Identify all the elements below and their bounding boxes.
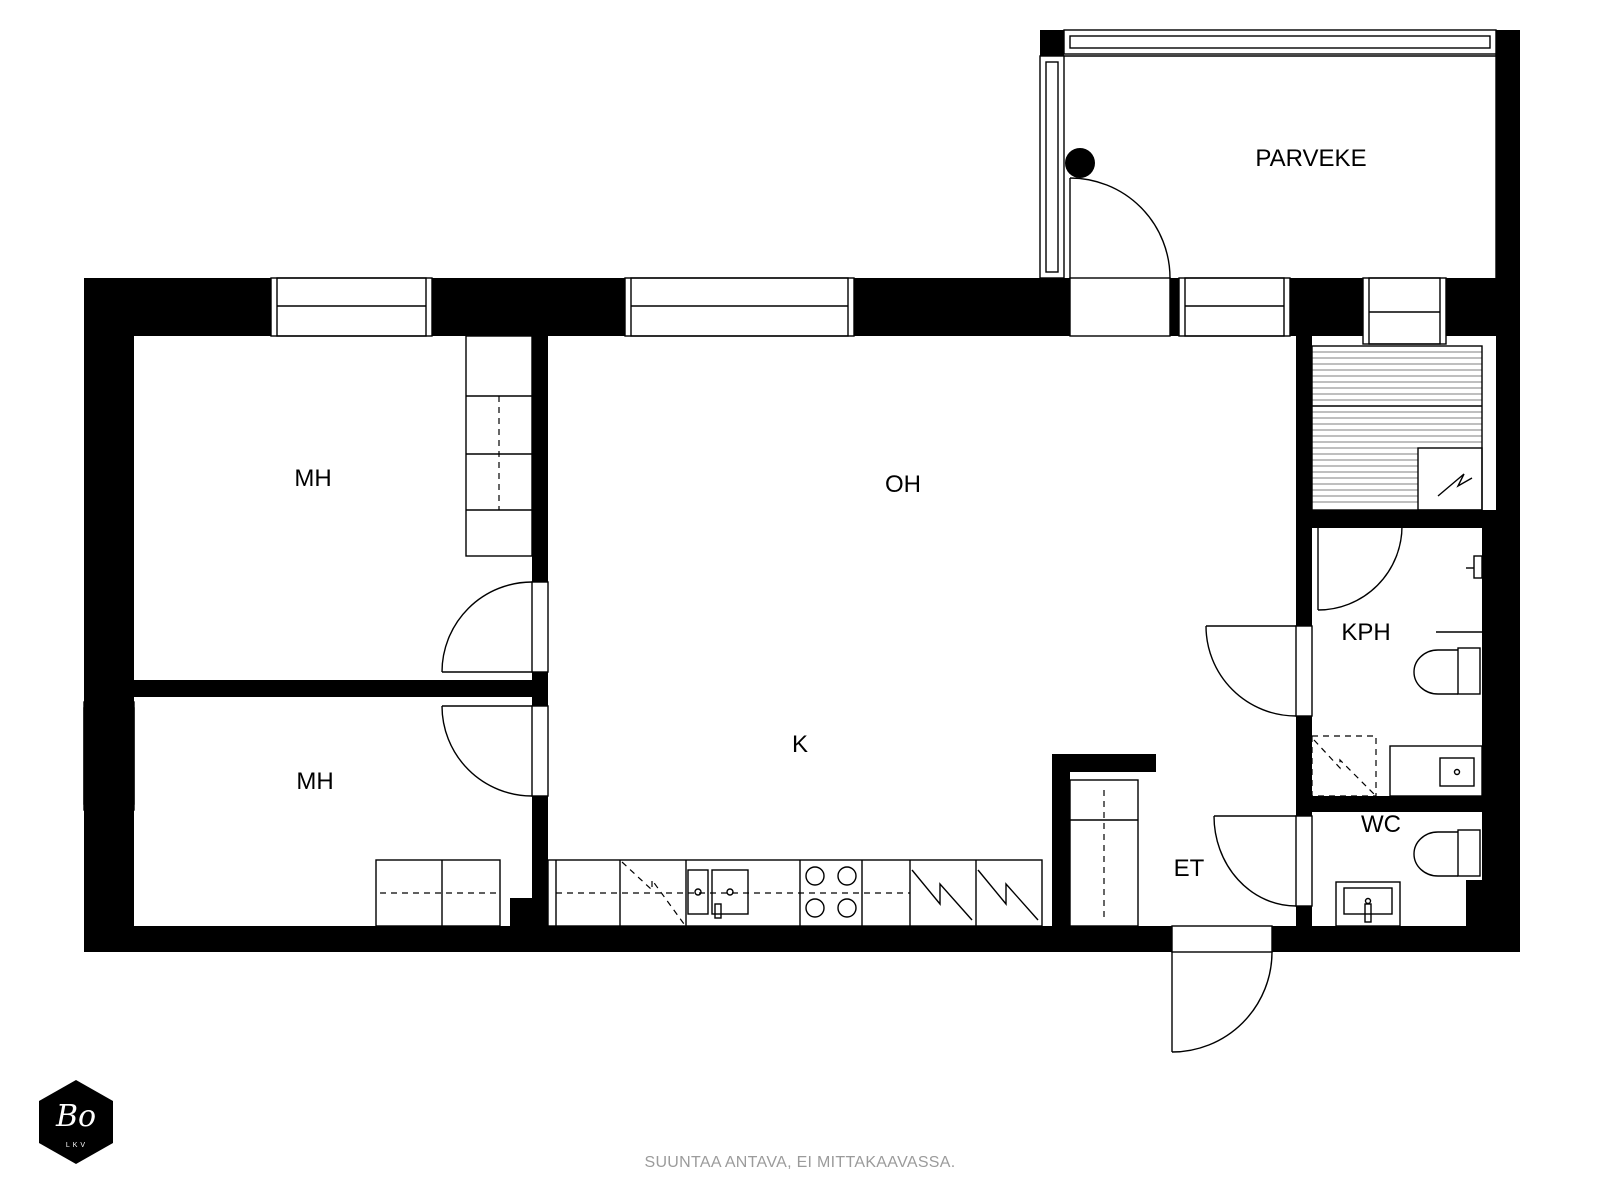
toilet-icon <box>1413 647 1481 695</box>
wardrobes <box>375 335 1139 927</box>
windows <box>83 277 1447 811</box>
sink-icon <box>1335 881 1401 927</box>
kitchen-counter <box>547 859 1043 927</box>
shower-icon <box>1466 555 1483 579</box>
doors <box>441 177 1403 1053</box>
sink-icon <box>687 869 709 915</box>
room-labels: MH MH OH K PARVEKE KPH WC ET <box>294 145 1401 882</box>
room-label-mh-bottom: MH <box>296 768 333 795</box>
room-label-mh-top: MH <box>294 465 331 492</box>
room-label-oh: OH <box>885 471 921 498</box>
room-label-parveke: PARVEKE <box>1255 145 1366 172</box>
room-label-k: K <box>792 731 808 758</box>
stove-icon <box>805 866 857 918</box>
room-label-kph: KPH <box>1341 619 1390 646</box>
exterior-walls <box>84 30 1520 952</box>
logo-sub: LKV <box>66 1142 88 1149</box>
bathroom-fixtures <box>1311 555 1483 927</box>
sink-icon <box>1389 745 1483 797</box>
sauna-stove-icon <box>1417 447 1483 511</box>
logo-mark: Bo <box>55 1099 96 1134</box>
room-label-wc: WC <box>1361 811 1401 838</box>
company-logo: Bo LKV <box>39 1080 113 1164</box>
interior-walls <box>134 336 1496 926</box>
drain-icon <box>1065 148 1095 178</box>
disclaimer-text: SUUNTAA ANTAVA, EI MITTAKAAVASSA. <box>644 1154 956 1171</box>
balcony <box>1039 29 1497 279</box>
toilet-icon <box>1413 829 1481 877</box>
sauna <box>1311 345 1483 511</box>
room-label-et: ET <box>1174 855 1205 882</box>
